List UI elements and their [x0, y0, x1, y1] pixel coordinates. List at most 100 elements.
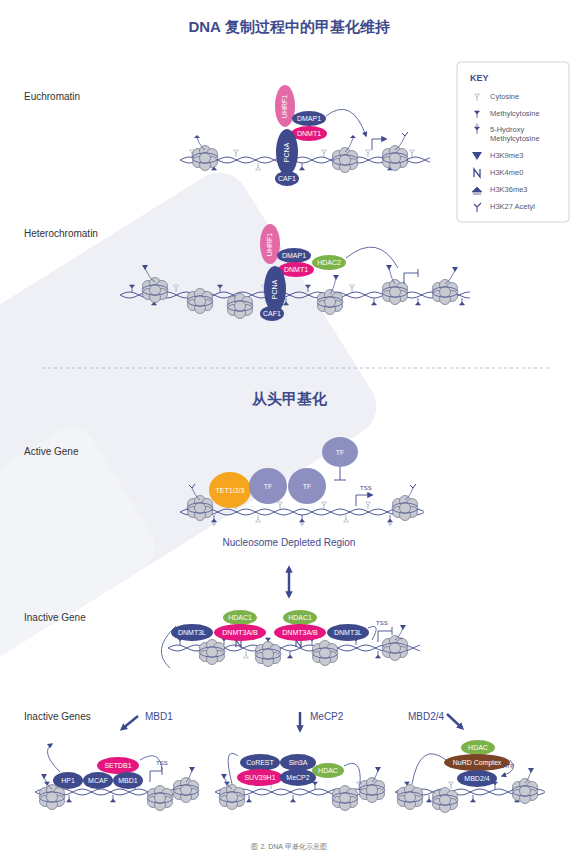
histone	[440, 287, 451, 298]
protein-node: SETDB1	[97, 757, 139, 774]
protein-node: HDAC1	[283, 610, 317, 625]
section-divider	[42, 368, 552, 369]
title: DNA 复制过程中的甲基化维持	[188, 18, 389, 35]
legend-entry: Methylcytosine	[490, 109, 566, 118]
methylcytosine-mark	[300, 167, 305, 170]
protein-name: TF	[336, 449, 345, 456]
dna-wrap	[332, 793, 358, 803]
histone	[340, 155, 351, 166]
methylcytosine-mark	[306, 285, 311, 288]
protein-name: SETDB1	[104, 762, 131, 769]
legend-entry: 5-Hydroxy Methylcytosine	[490, 125, 548, 143]
hydroxymethylcytosine-mark	[300, 519, 305, 522]
histone	[235, 301, 246, 312]
methylcytosine-mark	[460, 302, 465, 305]
nucleosome	[332, 786, 358, 811]
dna-wrap	[382, 287, 408, 297]
dna-wrap	[219, 792, 245, 802]
nucleosome	[397, 785, 423, 810]
protein-name: DNMT1	[297, 130, 321, 137]
tss-arrow	[356, 495, 372, 506]
histone-tail	[395, 132, 408, 150]
tail-line	[372, 770, 378, 782]
histone-tail	[372, 767, 381, 782]
nucleosome	[192, 146, 218, 171]
h3k4me0-mark	[474, 169, 480, 177]
protein-node: HDAC1	[223, 610, 257, 625]
h3k9me3-mark	[452, 267, 458, 272]
legend-entry: Cytosine	[490, 92, 566, 101]
histone-tail	[41, 774, 52, 789]
protein-node: HDAC2	[312, 255, 346, 270]
h3k9me3-mark	[375, 767, 381, 772]
repressed-tss	[378, 627, 392, 642]
section-label: TSS	[156, 760, 168, 767]
dna-backbone	[120, 292, 470, 298]
histone	[400, 503, 411, 514]
section-label: MBD1	[145, 711, 173, 723]
histone	[390, 643, 401, 654]
section-label: Inactive Gene	[24, 612, 86, 624]
protein-name: TF	[303, 483, 312, 490]
dna-wrap	[187, 296, 213, 306]
protein-name: DNMT3L	[178, 629, 206, 636]
protein-node: HDAC	[461, 740, 495, 755]
protein-node: PCNA	[264, 266, 286, 312]
histone-tail	[189, 484, 200, 500]
section-label: Active Gene	[24, 446, 78, 458]
tail-line	[197, 138, 205, 150]
tail-line	[445, 270, 455, 284]
protein-name: HDAC1	[288, 614, 312, 621]
tail-line	[405, 488, 413, 500]
histone	[520, 786, 531, 797]
h3k36me3-mark	[350, 135, 356, 138]
tail-line	[186, 770, 192, 782]
protein-node: PCNA	[276, 129, 298, 175]
protein-node: TF	[288, 468, 326, 504]
protein-name: CAF1	[263, 310, 281, 317]
protein-node: CAF1	[275, 171, 299, 186]
histone	[340, 793, 351, 804]
tail-line	[395, 628, 403, 640]
cytosine-mark	[344, 519, 349, 522]
protein-node: MBD1	[113, 772, 143, 789]
hydroxyl-dot	[213, 523, 215, 525]
methylcytosine-mark	[130, 285, 135, 288]
tail-line	[525, 771, 531, 783]
dna-wrap	[432, 795, 458, 805]
h3k9me3-mark	[41, 774, 47, 779]
methylcytosine-mark	[427, 799, 432, 802]
methylcytosine-mark	[266, 638, 271, 641]
protein-node: MBD2/4	[457, 770, 497, 787]
section-label: MeCP2	[310, 711, 343, 723]
h3k36me3-mark	[194, 135, 200, 138]
histone	[390, 287, 401, 298]
histone-tail	[386, 265, 395, 284]
regulation-arrow	[344, 763, 360, 784]
tail-line	[395, 136, 405, 150]
protein-node: SUV39H1	[237, 769, 283, 786]
section-label: MBD2/4	[408, 711, 444, 723]
regulation-arrow	[412, 754, 446, 784]
protein-name: MCAF	[88, 777, 108, 784]
dna-wrap	[512, 786, 538, 796]
h3k9me3-mark	[528, 768, 534, 773]
legend-entry: H3K27 Acetyl	[490, 202, 566, 211]
h3k27ac-mark	[474, 203, 481, 212]
legend-entry: H3K4me0	[490, 168, 566, 177]
histone	[320, 648, 331, 659]
protein-name: HDAC	[318, 767, 338, 774]
protein-node: CAF1	[260, 306, 284, 321]
protein-name: MBD1	[118, 777, 137, 784]
h3k9me3-mark	[221, 774, 227, 779]
protein-node: DMAP1	[292, 111, 326, 126]
protein-name: Sin3A	[289, 759, 308, 766]
protein-node: MeCP2	[280, 769, 316, 786]
protein-node: TF	[249, 468, 287, 504]
protein-name: NuRD Complex	[453, 759, 502, 766]
protein-name: SUV39H1	[244, 774, 275, 781]
methylcytosine-mark	[111, 799, 116, 802]
cytosine-mark	[366, 502, 371, 505]
nucleosome	[219, 785, 245, 810]
nucleosome	[142, 278, 168, 303]
